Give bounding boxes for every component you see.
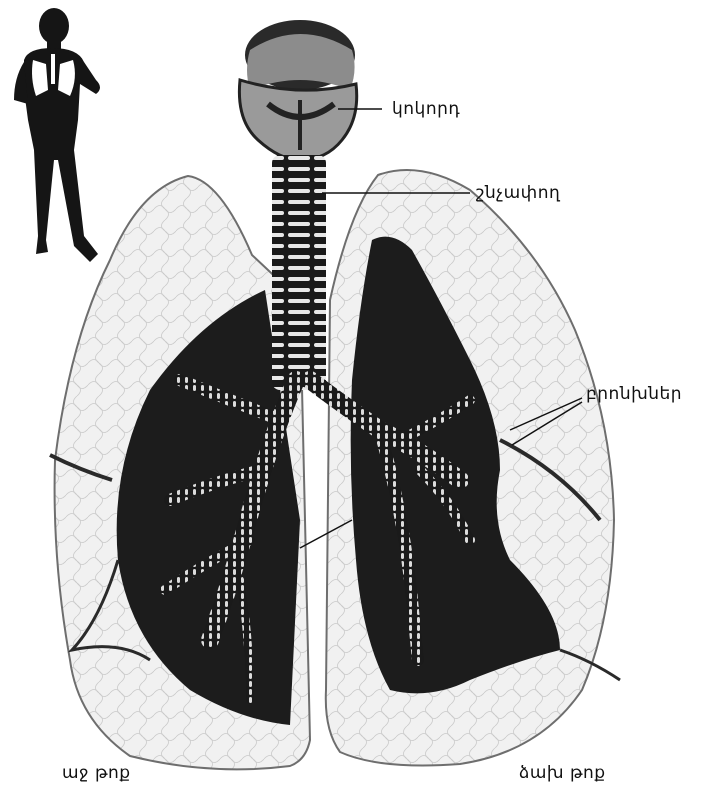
larynx [239, 20, 356, 160]
label-trachea: շնչափող [476, 183, 560, 203]
label-right-lung: աջ թոք [62, 763, 131, 783]
trachea [272, 155, 326, 390]
label-bronchi: բրոնխներ [586, 384, 682, 404]
label-left-lung: ձախ թոք [519, 763, 606, 783]
human-silhouette-icon [14, 8, 100, 262]
label-larynx: կոկորդ [392, 99, 460, 119]
left-lung [326, 170, 620, 766]
